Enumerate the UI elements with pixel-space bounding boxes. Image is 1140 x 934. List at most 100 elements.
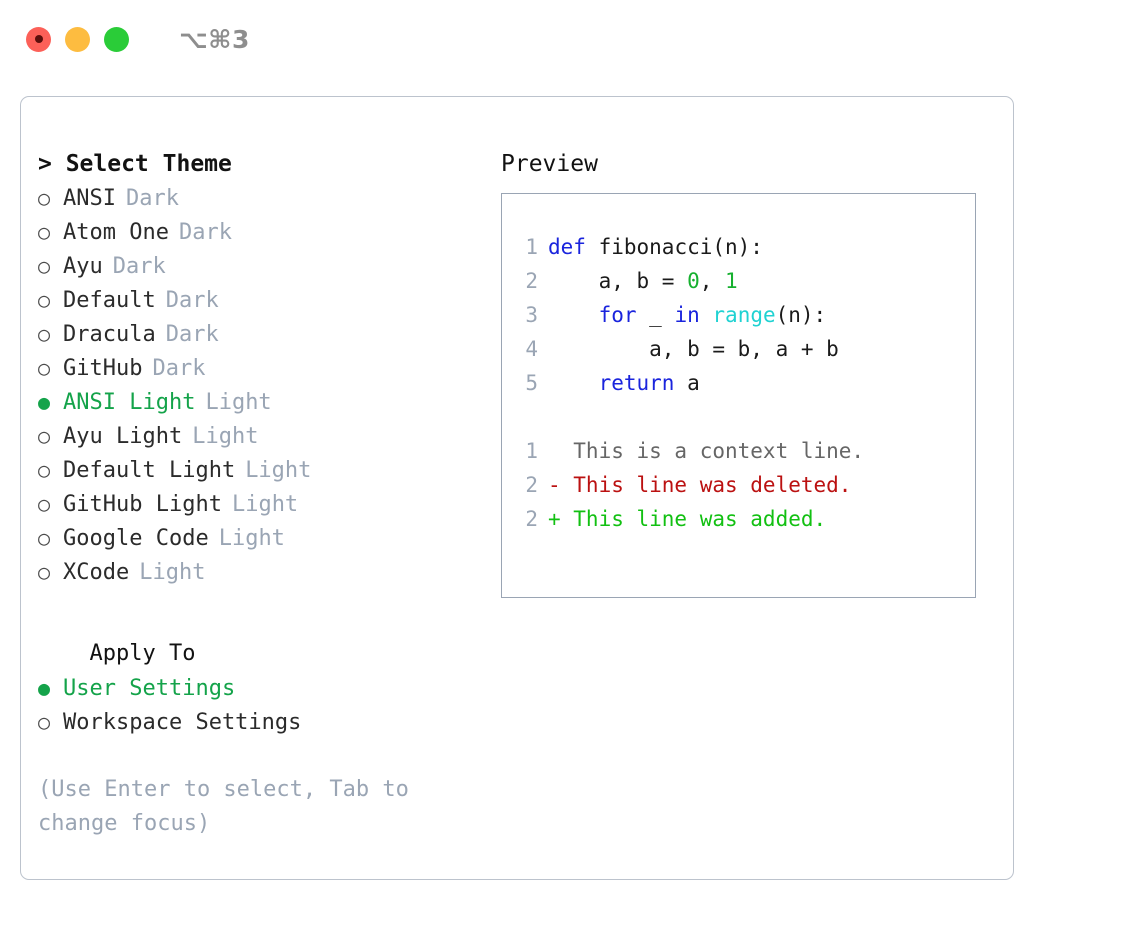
theme-list-item[interactable]: ○ Ayu Light Light (38, 419, 501, 453)
code-token: return (598, 371, 675, 395)
diff-line-text: This is a context line. (548, 439, 865, 463)
theme-name: ANSI Light (63, 390, 196, 415)
apply-to-heading: Apply To (63, 641, 196, 666)
code-line: 4 a, b = b, a + b (514, 332, 975, 366)
radio-unselected-icon[interactable]: ○ (38, 186, 51, 210)
theme-kind-label: Light (231, 492, 299, 517)
radio-unselected-icon[interactable]: ○ (38, 560, 51, 584)
theme-list-item[interactable]: ○ Dracula Dark (38, 317, 501, 351)
apply-to-list[interactable]: ● User Settings ○Workspace Settings (38, 671, 501, 739)
theme-kind-label: Dark (125, 186, 179, 211)
theme-name: Dracula (63, 322, 156, 347)
theme-list-item[interactable]: ○ XCode Light (38, 555, 501, 589)
radio-unselected-icon[interactable]: ○ (38, 526, 51, 550)
diff-line: 1 This is a context line. (514, 434, 975, 468)
theme-kind-label: Light (139, 560, 206, 585)
line-text: for _ in range(n): (548, 298, 827, 332)
minimize-button-icon[interactable] (65, 26, 90, 52)
theme-list-item[interactable]: ○ GitHub Light Light (38, 487, 501, 521)
theme-name: Google Code (63, 526, 209, 551)
keyboard-hint-text: (Use Enter to select, Tab to change focu… (38, 777, 409, 836)
theme-name: Ayu (63, 254, 103, 279)
radio-unselected-icon[interactable]: ○ (38, 254, 51, 278)
apply-to-item[interactable]: ● User Settings (38, 671, 501, 705)
diff-line: 2 - This line was deleted. (514, 468, 975, 502)
theme-kind-label: Dark (165, 322, 219, 347)
line-text: return a (548, 366, 700, 400)
theme-list-item[interactable]: ○ Atom One Dark (38, 215, 501, 249)
theme-kind-label: Dark (178, 220, 232, 245)
radio-unselected-icon[interactable]: ○ (38, 424, 51, 448)
radio-unselected-icon[interactable]: ○ (38, 458, 51, 482)
line-number (514, 400, 548, 434)
theme-name: XCode (63, 560, 130, 585)
line-number: 2 (525, 473, 538, 497)
radio-selected-icon[interactable]: ● (38, 676, 51, 700)
apply-to-item[interactable]: ○Workspace Settings (38, 705, 501, 739)
code-token: , (699, 269, 726, 293)
radio-unselected-icon[interactable]: ○ (38, 710, 51, 734)
line-number: 1 (525, 235, 538, 259)
code-line: 2 a, b = 0, 1 (514, 264, 975, 298)
code-line: 1 def fibonacci(n): (514, 230, 975, 264)
code-token (548, 371, 599, 395)
code-token: a, b = b, a + b (548, 337, 839, 361)
line-number: 2 (525, 269, 538, 293)
apply-to-label: User Settings (63, 676, 236, 701)
radio-unselected-icon[interactable]: ○ (38, 356, 51, 380)
theme-name: ANSI (63, 186, 116, 211)
theme-name: Atom One (63, 220, 169, 245)
theme-name: GitHub Light (63, 492, 222, 517)
code-token: fibonacci(n): (585, 235, 763, 259)
shortcut-label: ⌥⌘3 (179, 24, 250, 54)
radio-unselected-icon[interactable]: ○ (38, 220, 51, 244)
theme-list-item[interactable]: ○ Ayu Dark (38, 249, 501, 283)
code-blank-line (514, 400, 975, 434)
line-text (548, 400, 561, 434)
code-token: for (598, 303, 637, 327)
theme-name: Ayu Light (63, 424, 183, 449)
select-theme-heading: > Select Theme (38, 151, 232, 177)
theme-list-item[interactable]: ○ Google Code Light (38, 521, 501, 555)
line-number: 5 (525, 371, 538, 395)
close-button-icon[interactable] (26, 26, 51, 52)
code-token: a (674, 371, 700, 395)
theme-kind-label: Dark (152, 356, 206, 381)
code-token: a, b = (548, 269, 688, 293)
spacer (38, 589, 501, 637)
theme-kind-label: Light (218, 526, 285, 551)
code-token: 1 (725, 269, 738, 293)
radio-unselected-icon[interactable]: ○ (38, 322, 51, 346)
spacer (38, 739, 501, 773)
theme-name: Default Light (63, 458, 236, 483)
radio-selected-icon[interactable]: ● (38, 390, 51, 414)
radio-unselected-icon[interactable]: ○ (38, 492, 51, 516)
theme-kind-label: Dark (112, 254, 166, 279)
diff-line-text: - This line was deleted. (548, 473, 852, 497)
code-token: _ (636, 303, 675, 327)
preview-heading: Preview (501, 151, 598, 177)
code-token: (n): (775, 303, 827, 327)
line-text: def fibonacci(n): (548, 230, 763, 264)
theme-name: Default (63, 288, 156, 313)
theme-list-item[interactable]: ○ ANSI Dark (38, 181, 501, 215)
radio-unselected-icon[interactable]: ○ (38, 288, 51, 312)
line-number: 4 (525, 337, 538, 361)
theme-kind-label: Light (192, 424, 259, 449)
diff-line: 2+ This line was added. (514, 502, 975, 536)
line-number: 2 (525, 507, 538, 531)
line-text: a, b = b, a + b (548, 332, 839, 366)
maximize-button-icon[interactable] (104, 26, 129, 52)
